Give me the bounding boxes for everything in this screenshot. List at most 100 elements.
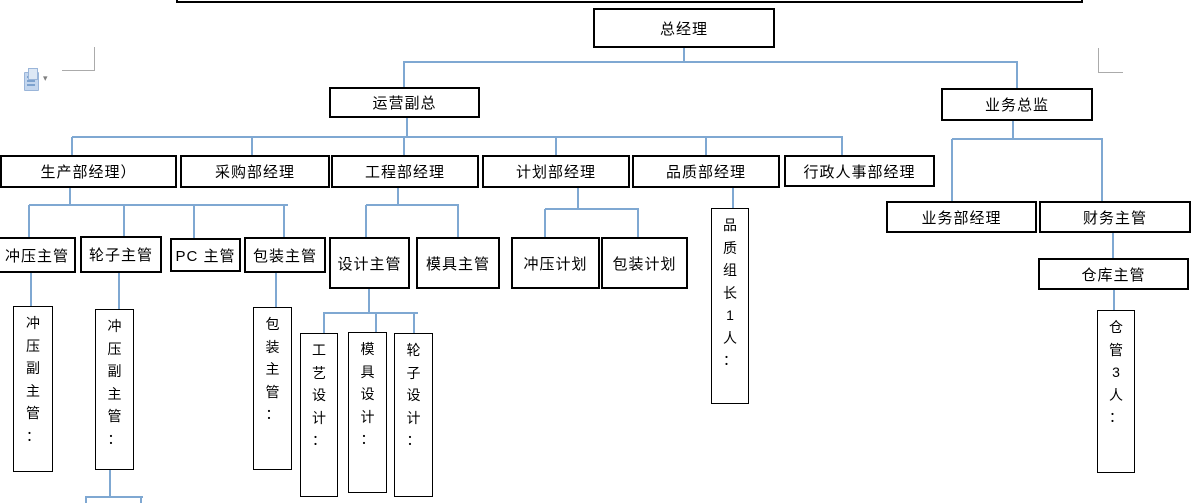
connector-line: [323, 313, 325, 334]
connector-line: [123, 205, 125, 238]
org-box-char: 工: [312, 342, 326, 358]
org-box-char: 人: [723, 329, 737, 346]
org-box-packaging-supervisor-sub[interactable]: 包装主管：: [253, 307, 292, 470]
org-box-char: ：: [360, 431, 375, 447]
connector-line: [397, 187, 399, 206]
connector-line: [1101, 139, 1103, 202]
org-box-cutoff-top-box[interactable]: [176, 0, 1083, 3]
org-box-char: 模: [360, 341, 375, 357]
connector-line: [457, 205, 459, 238]
org-box-char: 计: [312, 409, 326, 426]
org-box-char: 装: [265, 338, 280, 355]
connector-line: [403, 61, 1018, 63]
org-box-planning-manager[interactable]: 计划部经理: [482, 155, 630, 188]
org-box-char: 包: [265, 316, 280, 332]
org-box-char: 人: [1109, 386, 1123, 403]
paste-page-icon: [28, 68, 38, 80]
connector-line: [72, 136, 843, 138]
org-box-purchasing-manager[interactable]: 采购部经理: [180, 155, 330, 188]
connector-line: [28, 205, 30, 238]
org-box-mold-design[interactable]: 模具设计 ：: [348, 332, 387, 493]
connector-line: [637, 209, 639, 238]
org-box-char: 1: [726, 307, 734, 323]
connector-line: [403, 62, 405, 88]
connector-line: [85, 497, 87, 503]
connector-line: [732, 187, 734, 209]
org-box-business-dept-manager[interactable]: 业务部经理: [886, 201, 1037, 233]
org-box-char: 冲: [26, 315, 40, 331]
connector-line: [841, 137, 843, 156]
org-box-char: 长: [723, 284, 737, 301]
connector-line: [29, 204, 288, 206]
org-box-char: 仓: [1109, 319, 1123, 335]
org-box-wheel-design[interactable]: 轮子设计：: [394, 333, 433, 497]
org-box-stamping-supervisor[interactable]: 冲压主管: [0, 237, 76, 273]
org-box-finance-supervisor[interactable]: 财务主管: [1039, 201, 1191, 233]
org-box-char: 品: [723, 217, 737, 233]
org-box-design-supervisor[interactable]: 设计主管: [329, 237, 410, 289]
org-box-warehouse-supervisor[interactable]: 仓库主管: [1038, 258, 1189, 290]
org-box-stamping-deputy-2[interactable]: 冲压副主管：: [95, 309, 134, 470]
connector-line: [366, 204, 459, 206]
paste-options-button[interactable]: ▾: [20, 68, 56, 92]
org-box-char: 主: [265, 361, 280, 377]
org-box-char: 计: [406, 409, 421, 426]
connector-line: [952, 138, 1103, 140]
org-box-char: 副: [107, 363, 122, 379]
org-box-engineering-manager[interactable]: 工程部经理: [331, 155, 479, 188]
org-box-char: ：: [26, 427, 40, 444]
connector-line: [375, 313, 377, 333]
connector-line: [71, 137, 73, 156]
org-box-stamping-planning[interactable]: 冲压计划: [511, 237, 600, 289]
org-box-char: 主: [26, 382, 40, 399]
org-box-char: 具: [360, 363, 375, 380]
org-box-production-manager[interactable]: 生产部经理）: [0, 155, 177, 188]
margin-corner-line: [1098, 72, 1123, 73]
connector-line: [30, 272, 32, 307]
org-box-char: ：: [406, 432, 421, 448]
connector-line: [283, 205, 285, 238]
connector-line: [365, 205, 367, 238]
org-box-char: 质: [723, 239, 737, 256]
org-box-pc-supervisor[interactable]: PC 主管: [170, 238, 241, 272]
org-box-business-director[interactable]: 业务总监: [941, 88, 1093, 121]
connector-line: [85, 496, 143, 498]
org-box-char: 压: [107, 340, 122, 357]
connector-line: [951, 139, 953, 202]
connector-line: [323, 312, 418, 314]
connector-line: [1113, 289, 1115, 311]
connector-line: [109, 470, 111, 498]
org-box-char: 轮: [406, 342, 421, 358]
margin-corner-line: [94, 47, 95, 71]
org-box-operations-vp[interactable]: 运营副总: [329, 87, 480, 118]
org-box-hr-admin-manager[interactable]: 行政人事部经理: [784, 155, 935, 187]
margin-corner-line: [62, 70, 95, 71]
org-box-char: 副: [26, 360, 40, 376]
connector-line: [1012, 121, 1014, 140]
margin-corner-line: [1098, 48, 1099, 73]
org-box-char: 管: [107, 408, 122, 424]
org-box-mold-supervisor[interactable]: 模具主管: [416, 237, 500, 289]
org-box-char: 计: [360, 408, 375, 425]
connector-line: [705, 137, 707, 156]
connector-line: [368, 288, 370, 314]
org-box-char: 主: [107, 385, 122, 402]
org-box-packaging-planning[interactable]: 包装计划: [601, 237, 688, 289]
org-box-char: 子: [406, 364, 421, 381]
org-box-quality-manager[interactable]: 品质部经理: [632, 155, 780, 188]
org-box-stamping-deputy-1[interactable]: 冲压副主管：: [13, 306, 53, 472]
org-box-wheel-supervisor[interactable]: 轮子主管: [80, 236, 162, 273]
connector-line: [403, 137, 405, 156]
org-box-char: ：: [265, 406, 280, 422]
connector-line: [275, 272, 277, 308]
org-box-general-manager[interactable]: 总经理: [593, 8, 775, 48]
connector-line: [118, 272, 120, 310]
org-box-char: 组: [723, 262, 737, 278]
connector-line: [140, 497, 142, 503]
org-box-process-design[interactable]: 工艺设计：: [300, 333, 338, 497]
org-box-char: ：: [107, 430, 122, 447]
org-box-char: 设: [360, 386, 375, 402]
org-box-packaging-supervisor[interactable]: 包装主管: [244, 237, 326, 273]
